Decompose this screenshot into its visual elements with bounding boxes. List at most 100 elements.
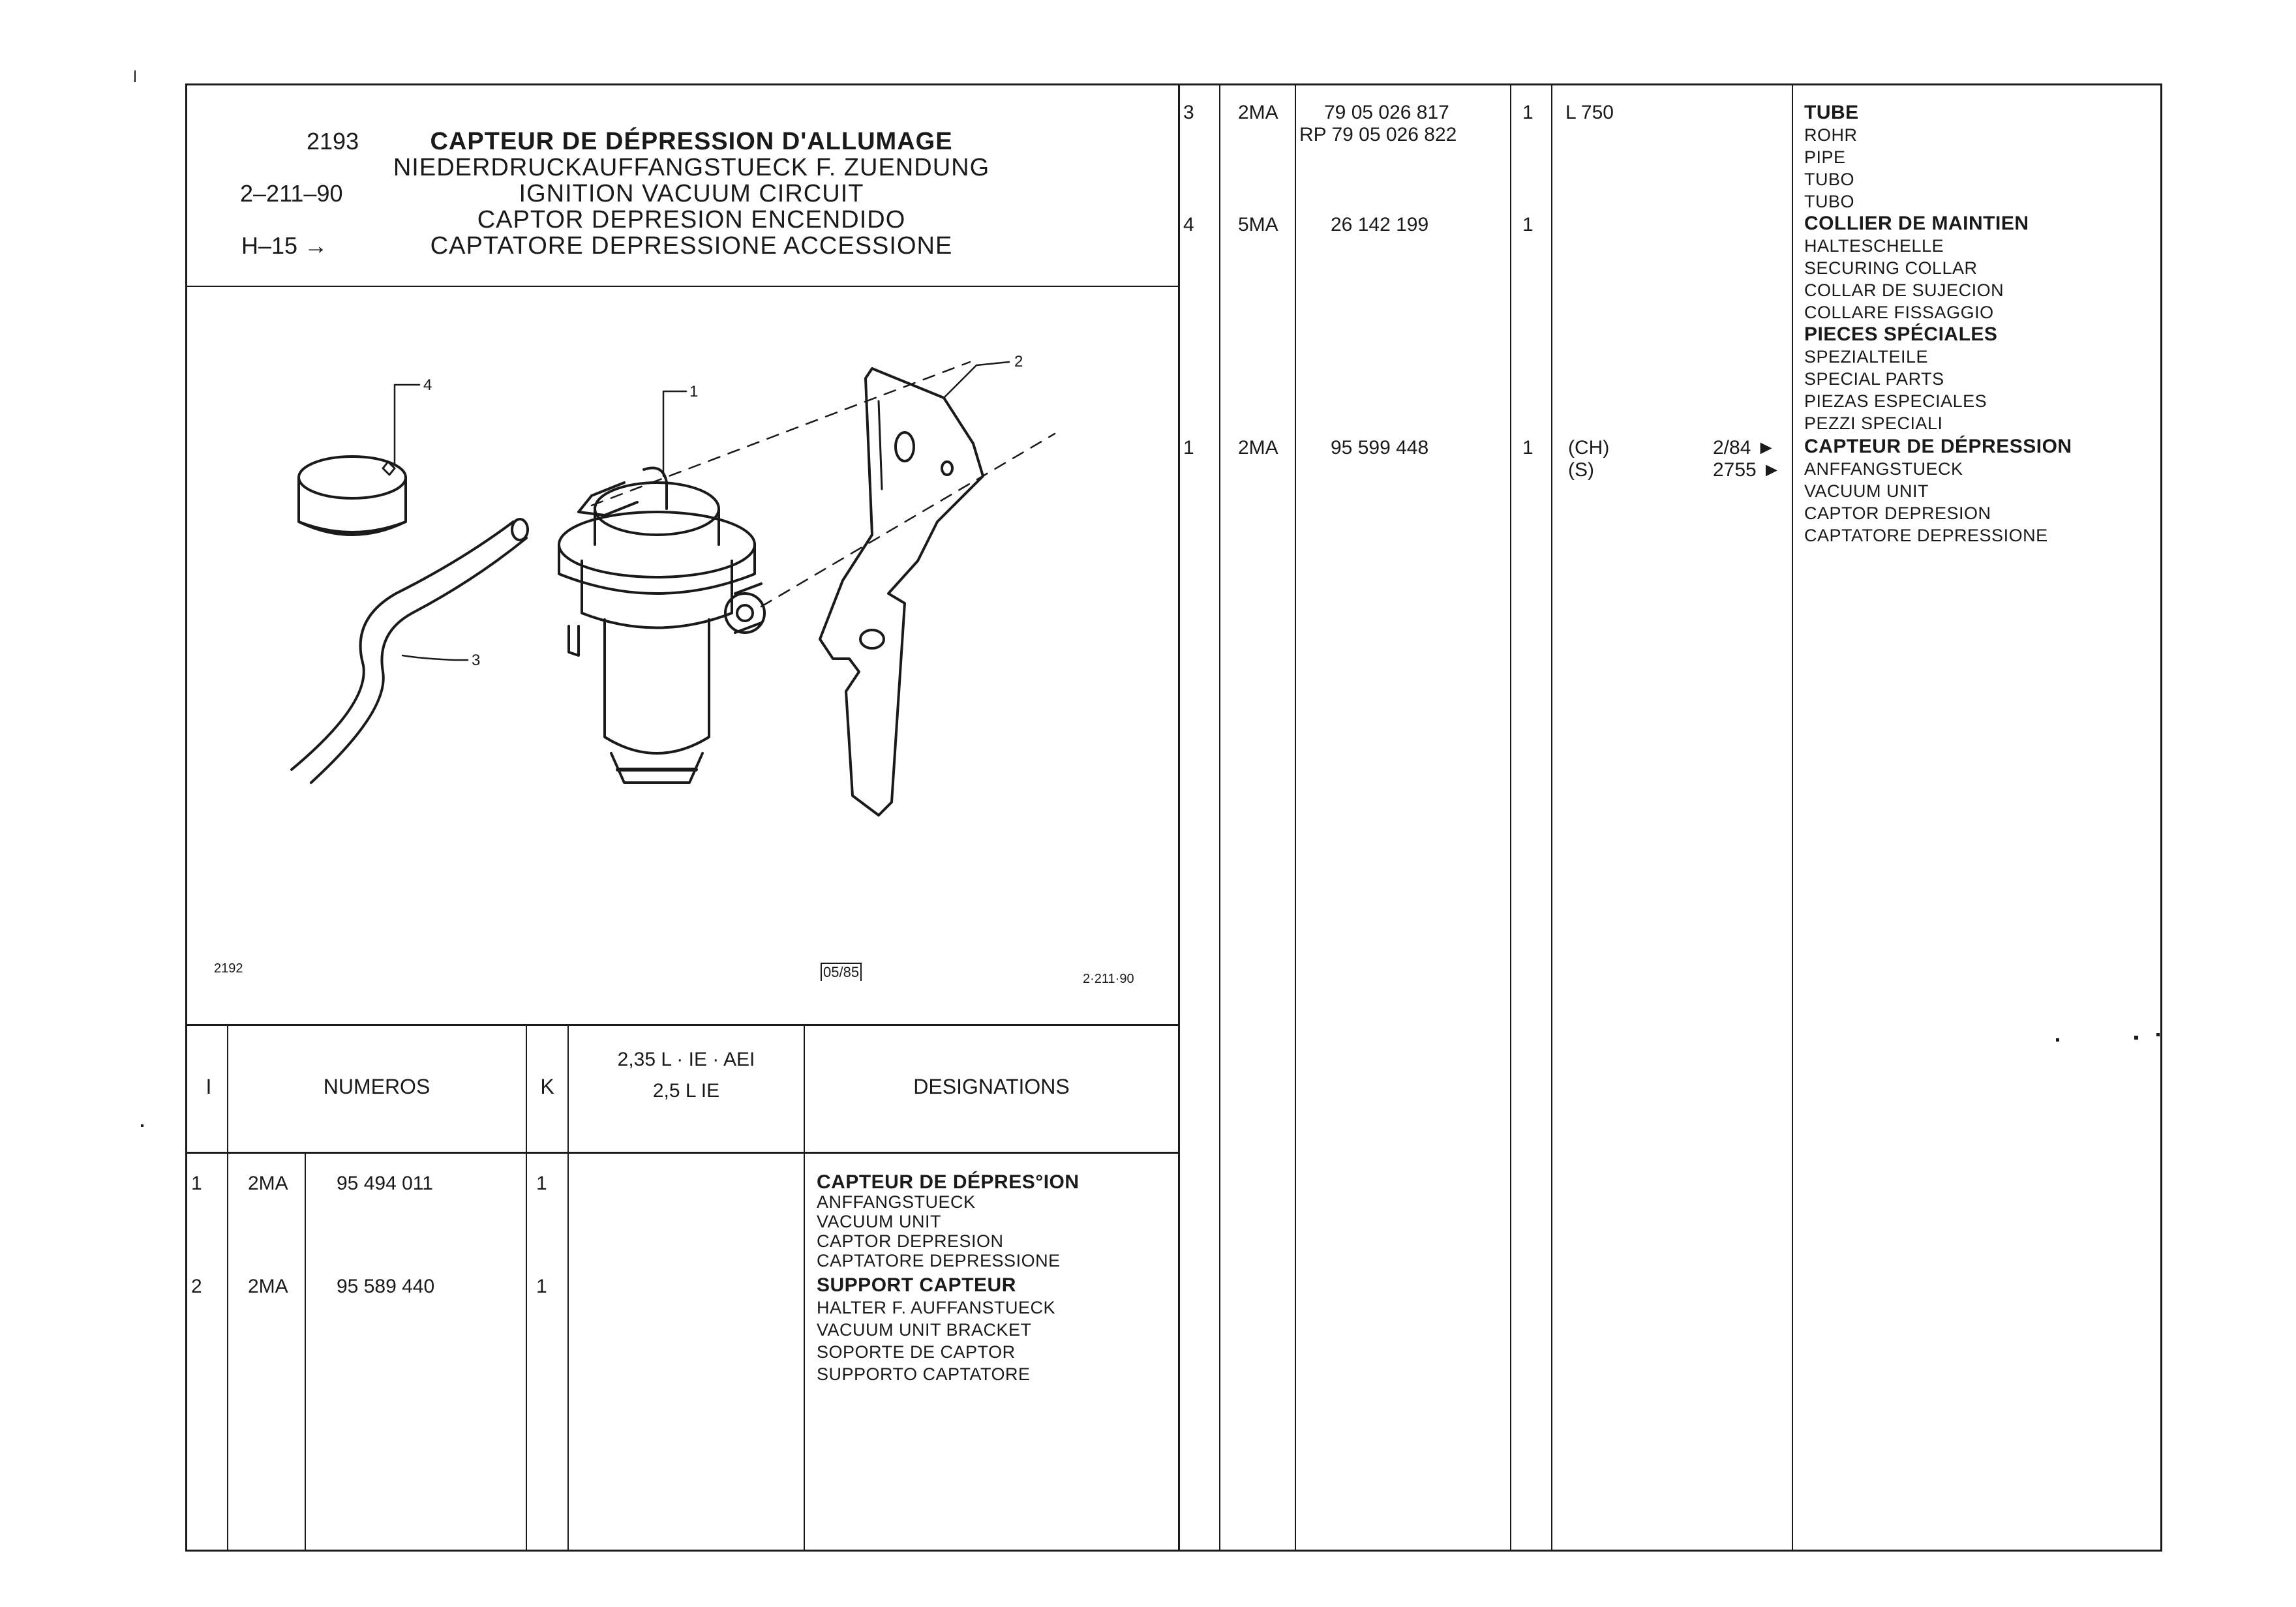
table-row-number: 79 05 026 817: [1324, 102, 1449, 123]
vacuum-unit-part-1: [558, 466, 766, 784]
table-row-index: 1: [1183, 437, 1194, 458]
table-row-group: 2MA: [1238, 437, 1278, 458]
col-index-header: I: [205, 1075, 212, 1098]
col-k-header: K: [540, 1075, 554, 1098]
title-es: CAPTOR DEPRESION ENCENDIDO: [477, 206, 906, 233]
bracket-part-2: [819, 367, 984, 817]
frame-bottom: [186, 1550, 2162, 1552]
col-designations-header: DESIGNATIONS: [913, 1075, 1070, 1098]
header-bottom-line: [186, 286, 1179, 287]
callout-2: 2: [1014, 353, 1023, 370]
designation-de: ROHR: [1804, 125, 1858, 145]
colhead-bottom-line: [186, 1152, 1179, 1154]
table-row-date-2: 2755 ►: [1713, 459, 1781, 481]
rt-col-1: [1219, 83, 1220, 1552]
table-row-number: 95 589 440: [337, 1276, 435, 1297]
callout-line-3: [401, 654, 469, 661]
rt-col-4: [1551, 83, 1552, 1552]
designation-de: HALTER F. AUFFANSTUECK: [817, 1298, 1056, 1317]
margin-mark: [141, 1124, 144, 1127]
designation-en: VACUUM UNIT: [1804, 481, 1929, 501]
lt-col-1: [227, 1024, 228, 1551]
table-row-number-alt: RP 79 05 026 822: [1299, 124, 1457, 145]
title-fr: CAPTEUR DE DÉPRESSION D'ALLUMAGE: [430, 128, 953, 155]
designation-de: SPEZIALTEILE: [1804, 347, 1929, 367]
table-row-group: 5MA: [1238, 214, 1278, 235]
collar-part-4: [297, 455, 407, 536]
callout-line-1: [662, 390, 687, 477]
table-row-group: 2MA: [1238, 102, 1278, 123]
margin-mark: [2156, 1033, 2160, 1036]
designation-fr: CAPTEUR DE DÉPRESSION: [1804, 436, 2072, 457]
designation-it: COLLARE FISSAGGIO: [1804, 303, 1994, 322]
figure-bottom-line: [186, 1024, 1179, 1026]
designation-en: SPECIAL PARTS: [1804, 369, 1944, 389]
table-row-spec-2: (S): [1568, 459, 1594, 481]
designation-fr: PIECES SPÉCIALES: [1804, 323, 1998, 345]
designation-fr: CAPTEUR DE DÉPRES°ION: [817, 1171, 1080, 1193]
designation-de: HALTESCHELLE: [1804, 236, 1944, 256]
designation-en: PIPE: [1804, 147, 1846, 167]
title-en: IGNITION VACUUM CIRCUIT: [519, 180, 864, 207]
designation-fr: SUPPORT CAPTEUR: [817, 1274, 1016, 1296]
figure-left-code: 2192: [214, 961, 243, 976]
figure-center-code: 05/85: [821, 963, 862, 981]
table-row-spec: (CH): [1568, 437, 1610, 458]
col-engine-header-2: 2,5 L IE: [652, 1080, 720, 1102]
designation-en: SECURING COLLAR: [1804, 258, 1978, 278]
lt-col-2: [305, 1152, 306, 1551]
table-row-index: 2: [191, 1276, 202, 1297]
margin-mark: [2134, 1036, 2138, 1040]
frame-right: [2160, 83, 2162, 1552]
table-row-group: 2MA: [248, 1173, 288, 1194]
table-row-designations: SUPPORT CAPTEUR HALTER F. AUFFANSTUECK V…: [817, 1274, 1055, 1385]
table-row-designations: PIECES SPÉCIALES SPEZIALTEILE SPECIAL PA…: [1804, 323, 1997, 434]
table-row-qty: 1: [1522, 102, 1533, 123]
designation-de: ANFFANGSTUECK: [1804, 459, 1963, 479]
frame-left: [185, 83, 187, 1552]
title-it: CAPTATORE DEPRESSIONE ACCESSIONE: [430, 232, 953, 260]
designation-es: COLLAR DE SUJECION: [1804, 280, 2004, 300]
rt-col-3: [1510, 83, 1511, 1552]
exploded-parts-diagram: 4 1 3 2: [290, 353, 1056, 817]
table-row-index: 1: [191, 1173, 202, 1194]
table-row-spec: L 750: [1565, 102, 1614, 123]
page-number: 2193: [307, 128, 359, 155]
designation-it: SUPPORTO CAPTATORE: [817, 1364, 1031, 1384]
rt-col-5: [1792, 83, 1793, 1552]
designation-es: SOPORTE DE CAPTOR: [817, 1342, 1016, 1362]
table-row-designations: TUBE ROHR PIPE TUBO TUBO: [1804, 102, 1859, 213]
designation-es: CAPTOR DEPRESION: [817, 1231, 1004, 1251]
table-row-number: 95 599 448: [1331, 437, 1429, 458]
ref-code: 2–211–90: [240, 180, 343, 207]
designation-en: VACUUM UNIT BRACKET: [817, 1320, 1032, 1340]
frame-top: [186, 83, 2162, 85]
designation-es: PIEZAS ESPECIALES: [1804, 391, 1987, 411]
lt-col-5: [804, 1024, 805, 1551]
callout-line-4: [393, 383, 421, 466]
designation-it: PEZZI SPECIALI: [1804, 413, 1943, 433]
lt-col-3: [526, 1024, 527, 1551]
designation-fr: TUBE: [1804, 102, 1859, 123]
col-engine-header-1: 2,35 L · IE · AEI: [617, 1049, 755, 1070]
table-row-designations: CAPTEUR DE DÉPRESSION ANFFANGSTUECK VACU…: [1804, 436, 2072, 547]
designation-es: TUBO: [1804, 170, 1855, 189]
title-de: NIEDERDRUCKAUFFANGSTUECK F. ZUENDUNG: [393, 154, 990, 181]
table-row-qty: 1: [536, 1276, 547, 1297]
lt-col-4: [567, 1024, 569, 1551]
margin-mark: [2056, 1038, 2059, 1042]
table-row-date: 2/84 ►: [1713, 437, 1776, 458]
margin-mark: [134, 70, 136, 82]
designation-en: VACUUM UNIT: [817, 1212, 941, 1231]
col-numeros-header: NUMEROS: [323, 1075, 430, 1098]
table-row-designations: COLLIER DE MAINTIEN HALTESCHELLE SECURIN…: [1804, 213, 2029, 323]
tube-part-3: [290, 518, 529, 784]
table-row-qty: 1: [1522, 437, 1533, 458]
designation-de: ANFFANGSTUECK: [817, 1192, 976, 1212]
table-row-number: 26 142 199: [1331, 214, 1429, 235]
designation-fr: COLLIER DE MAINTIEN: [1804, 213, 2029, 234]
table-row-number: 95 494 011: [337, 1173, 433, 1194]
figure-right-code: 2·211·90: [1083, 972, 1134, 986]
designation-it: TUBO: [1804, 192, 1855, 211]
callout-line-2: [943, 361, 1010, 399]
